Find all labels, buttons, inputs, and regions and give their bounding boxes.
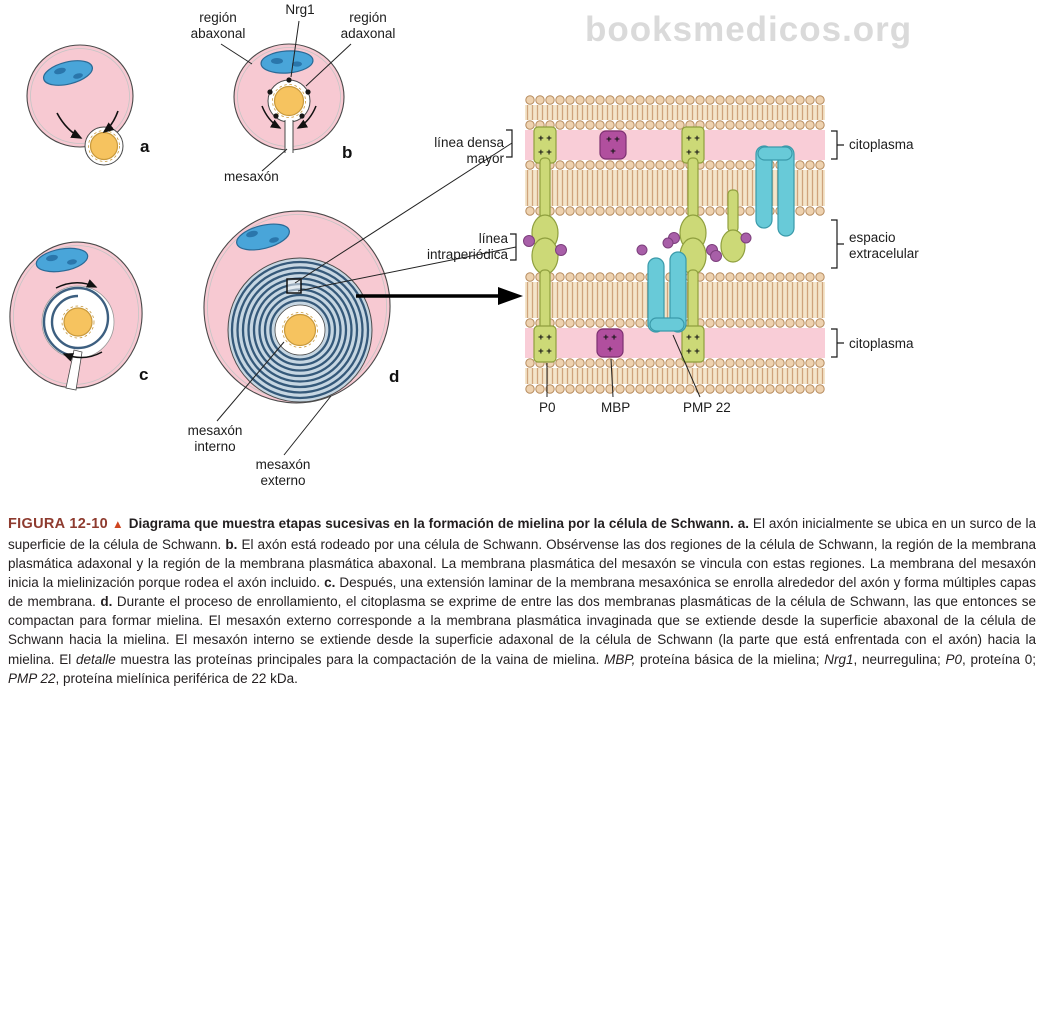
caption-segment: , proteína 0; bbox=[962, 651, 1037, 667]
label-nrg1: Nrg1 bbox=[285, 2, 315, 17]
panel-letter-b: b bbox=[342, 143, 353, 162]
cytoplasm-band bbox=[525, 328, 825, 358]
caption-title: Diagrama que muestra etapas sucesivas en… bbox=[128, 516, 734, 531]
charge-marks: + + bbox=[686, 332, 700, 343]
p0-protein-fragment bbox=[710, 189, 746, 263]
panel-letter-d: d bbox=[389, 367, 400, 386]
lipid-tails bbox=[525, 368, 825, 384]
caption-segment: Nrg1 bbox=[824, 651, 854, 667]
charge-marks: + + bbox=[686, 133, 700, 144]
wrap-direction-arrow bbox=[102, 110, 119, 133]
label-linea-intraperiodica: línea intraperiódica bbox=[426, 231, 508, 262]
panel-letter-a: a bbox=[140, 137, 150, 156]
p0-protein: + + + + + + + + bbox=[523, 126, 567, 363]
glyco-dot bbox=[740, 232, 752, 244]
label-espacio-extracelular: espacio extracelular bbox=[849, 230, 919, 261]
leader-line bbox=[216, 20, 701, 456]
caption-segment: d. bbox=[95, 594, 113, 610]
wrap-direction-arrow bbox=[296, 105, 317, 129]
wrap-direction-arrow bbox=[62, 351, 103, 362]
axon bbox=[63, 307, 93, 337]
label-mesaxon-externo: mesaxón externo bbox=[255, 457, 311, 488]
charge-marks: + + bbox=[606, 134, 620, 145]
panel-d-cell bbox=[203, 210, 391, 404]
detail-region-box bbox=[286, 278, 302, 294]
caption-segment: c. bbox=[320, 574, 336, 590]
mesaxon-channel bbox=[285, 118, 293, 154]
glyco-dot bbox=[662, 237, 674, 249]
figure-number: FIGURA 12-10 bbox=[8, 516, 108, 532]
panel-a-cell bbox=[26, 44, 134, 166]
glyco-dot bbox=[523, 235, 535, 247]
caption-segment: P0 bbox=[945, 651, 963, 667]
charge-marks: + + bbox=[538, 346, 552, 357]
label-region-abaxonal: región abaxonal bbox=[190, 10, 246, 41]
wrap-direction-arrow bbox=[56, 112, 83, 139]
label-region-adaxonal: región adaxonal bbox=[340, 10, 396, 41]
caption-segment: b. bbox=[221, 536, 238, 552]
watermark: booksmedicos.org bbox=[585, 10, 913, 49]
charge-marks: + + bbox=[538, 147, 552, 158]
pmp22-protein bbox=[740, 145, 795, 244]
mesaxon-channel bbox=[65, 349, 83, 391]
wrap-direction-arrow bbox=[55, 279, 98, 289]
caption-segment: proteína básica de la mielina; bbox=[635, 651, 825, 667]
label-citoplasma-top: citoplasma bbox=[849, 137, 914, 152]
caption-segment: El axón está rodeado por una célula de S… bbox=[8, 536, 1037, 590]
panel-b-cell bbox=[233, 43, 345, 154]
caption-segment: a. bbox=[733, 516, 749, 531]
caption-segment: , neurregulina; bbox=[853, 651, 946, 667]
figure-caption: FIGURA 12-10▲ Diagrama que muestra etapas… bbox=[8, 514, 1036, 688]
charge-marks: + + bbox=[686, 346, 700, 357]
nucleus bbox=[236, 223, 290, 251]
axon bbox=[283, 313, 317, 347]
wrap-direction-arrow bbox=[261, 105, 282, 129]
magnification-arrow bbox=[356, 287, 523, 305]
charge-marks: + + bbox=[538, 332, 552, 343]
lipid-tails bbox=[525, 105, 825, 120]
nucleus bbox=[42, 60, 94, 86]
charge-marks: + + bbox=[538, 133, 552, 144]
nucleus bbox=[35, 247, 89, 273]
glyco-dot bbox=[636, 244, 648, 256]
panel-c-cell bbox=[9, 241, 143, 391]
caption-segment: Después, una extensión laminar de la mem… bbox=[8, 574, 1036, 610]
membrane-detail-panel: + + + + + + + + + + + + + + + + bbox=[523, 95, 825, 394]
label-citoplasma-bottom: citoplasma bbox=[849, 336, 914, 351]
glyco-dot bbox=[710, 250, 722, 262]
charge-marks: + + bbox=[686, 147, 700, 158]
label-mbp: MBP bbox=[601, 400, 631, 415]
figure-diagram-canvas: + + + + + + + + + + + + + + + + bbox=[9, 20, 844, 456]
caption-segment: Durante el proceso de enrollamiento, el … bbox=[8, 594, 1037, 667]
caption-segment: PMP 22 bbox=[8, 670, 56, 686]
mesaxon-spiral bbox=[42, 286, 110, 358]
label-pmp22: PMP 22 bbox=[683, 400, 731, 415]
nrg1-dot bbox=[267, 77, 311, 119]
axon bbox=[89, 131, 119, 161]
label-mesaxon: mesaxón bbox=[224, 169, 279, 184]
label-p0: P0 bbox=[539, 400, 556, 415]
mbp-protein: + + + + + + bbox=[596, 130, 627, 358]
label-linea-densa-mayor: línea densa mayor bbox=[434, 135, 504, 166]
caption-segment: muestra las proteínas principales para l… bbox=[115, 651, 605, 667]
label-mesaxon-interno: mesaxón interno bbox=[187, 423, 243, 454]
nucleus bbox=[260, 50, 314, 74]
caption-segment: , proteína mielínica periférica de 22 kD… bbox=[55, 670, 298, 686]
glyco-dot bbox=[555, 244, 567, 256]
pmp22-protein bbox=[636, 237, 687, 333]
axon bbox=[273, 85, 305, 117]
charge-marks: + bbox=[610, 146, 616, 157]
caption-segment: detalle bbox=[75, 651, 116, 667]
charge-marks: + + bbox=[603, 332, 617, 343]
caption-segment: MBP, bbox=[604, 651, 636, 667]
lipid-tails bbox=[525, 170, 825, 206]
panel-letter-c: c bbox=[139, 365, 149, 384]
charge-marks: + bbox=[607, 344, 613, 355]
caption-segment: El axón inicialmente se ubica en un surc… bbox=[8, 516, 1037, 552]
triangle-icon: ▲ bbox=[111, 519, 124, 531]
